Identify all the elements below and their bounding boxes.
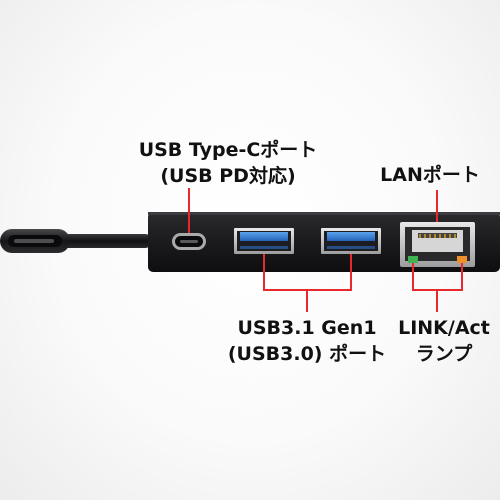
usb-c-plug [0,229,70,253]
leader-lines [188,188,463,312]
usb-a-ports-label-line1: USB3.1 Gen1 [237,317,377,339]
usb-a-port-1 [234,228,294,254]
usb-a-port-2 [321,228,381,254]
lan-port [400,222,475,267]
usb-a-ports-label: USB3.1 Gen1 (USB3.0) ポート [207,315,407,367]
link-act-lamp-label-line2: ランプ [415,343,473,365]
cable [60,234,152,248]
usb-c-port [172,233,206,250]
link-led [408,256,418,263]
lan-port-label-line1: LANポート [380,164,480,186]
lan-port-label: LANポート [380,162,480,188]
usb-a-ports-label-line2: (USB3.0) ポート [227,343,387,365]
usb-c-port-label-line1: USB Type-Cポート [138,139,318,161]
usb-c-port-label: USB Type-Cポート (USB PD対応) [128,137,328,189]
act-led [457,256,467,263]
usb-c-port-label-line2: (USB PD対応) [160,165,296,187]
link-act-lamp-label: LINK/Act ランプ [388,315,500,367]
link-act-lamp-label-line1: LINK/Act [398,317,490,339]
